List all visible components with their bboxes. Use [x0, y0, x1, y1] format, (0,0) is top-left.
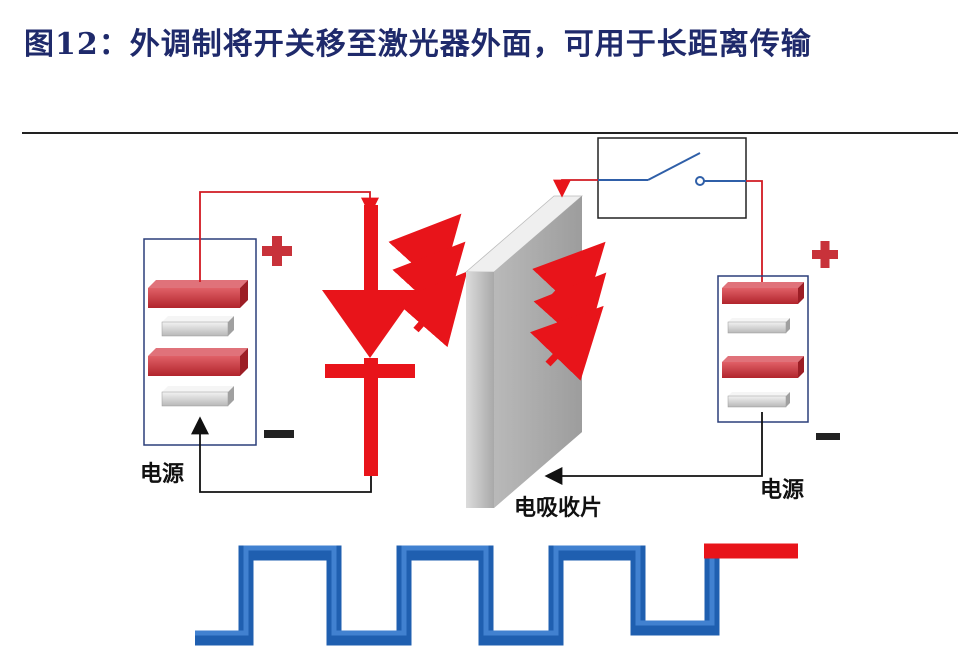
switch-box — [597, 137, 747, 219]
switch-to-absorber-wire — [553, 179, 598, 198]
right-battery-plate-gray-2 — [727, 392, 790, 408]
absorber-label: 电吸收片 — [514, 496, 603, 521]
right-power-label: 电源 — [760, 478, 805, 503]
left-red-wire — [199, 191, 379, 282]
right-minus-sign — [816, 433, 840, 440]
switch-to-right-source-wire — [746, 180, 763, 282]
modulated-square-wave — [195, 543, 798, 646]
right-power-source — [717, 275, 809, 423]
left-battery-plate-gray-1 — [161, 316, 234, 337]
left-power-label: 电源 — [140, 462, 185, 487]
left-minus-sign — [264, 430, 294, 438]
left-battery-plate-gray-2 — [161, 386, 234, 407]
title-divider — [22, 132, 958, 134]
absorber-slab — [464, 195, 584, 508]
right-plus-sign — [812, 241, 838, 268]
laser-emission-arrows — [388, 213, 468, 348]
left-return-wire — [191, 416, 372, 493]
left-plus-sign — [262, 236, 292, 266]
transmitted-light-arrows — [529, 241, 607, 381]
left-battery-plate-red-1 — [148, 280, 248, 308]
right-return-wire — [544, 412, 763, 485]
left-battery-plate-red-2 — [148, 348, 248, 376]
right-battery-plate-gray-1 — [727, 318, 790, 334]
left-power-source — [143, 238, 257, 446]
figure-title: 图12：外调制将开关移至激光器外面，可用于长距离传输 — [24, 27, 812, 62]
right-battery-plate-red-2 — [722, 356, 804, 378]
laser-diode — [322, 205, 418, 476]
right-battery-plate-red-1 — [722, 282, 804, 304]
